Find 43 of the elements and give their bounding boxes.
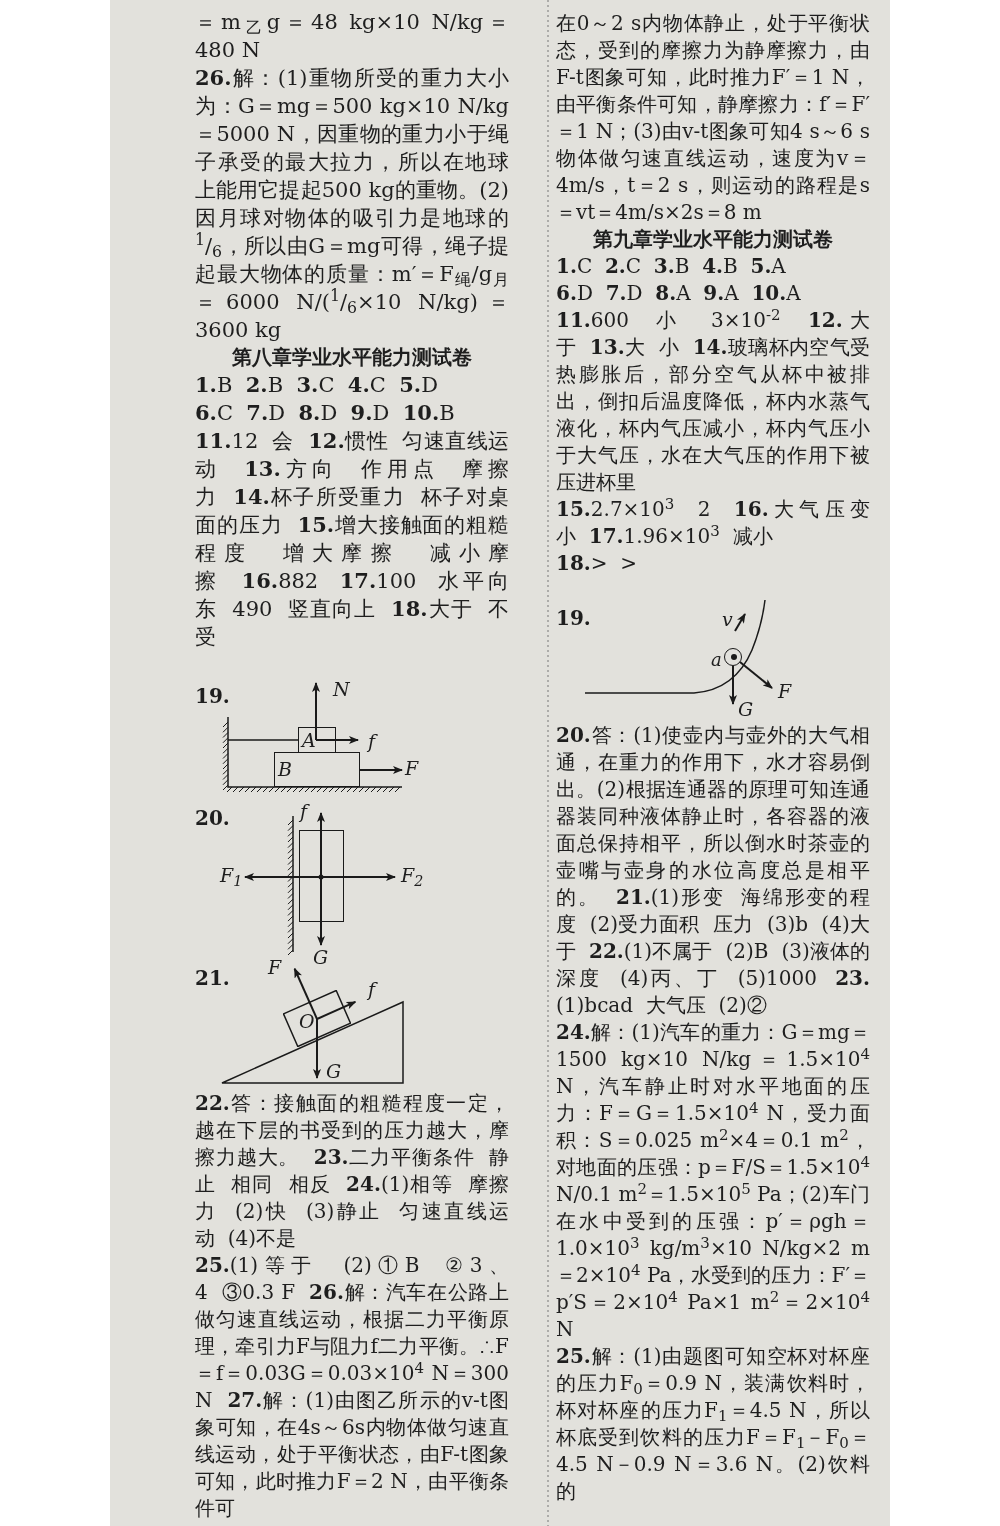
force-label: F: [778, 680, 792, 702]
force-label: F$_{2}$: [401, 864, 424, 886]
answer-text: 1.C 2.C 3.B 4.B 5.A: [556, 253, 787, 280]
answer-text: 25.(1)等于 (2)①B ②3、4 ③0.3 F 26.解：汽车在公路上做匀速直线运动，根据二力平衡原理，牵引力F与阻力f二力平衡。∴F＝f＝0.03G＝0.03×10$^{4}$ N＝300 N 27.解：(1)由图乙所示的v-t图象可知，在4s～6s内物体做匀速直线运动，处于平衡状态，由F-t图象可知，此时推力F＝2 N，由平衡条件可: [195, 1252, 509, 1522]
force-label: F: [405, 757, 419, 779]
answer-text: 15.2.7×10$^{3}$ 2 16.大气压变小 17.1.96×10$^{3}$ 减小: [556, 496, 870, 550]
block-rectangle: [298, 727, 336, 753]
force-label: G: [326, 1060, 342, 1082]
point-label: a: [711, 651, 722, 669]
force-label: f: [368, 978, 376, 1000]
answer-text: 11.12 会 12.惯性 匀速直线运动 13.方向 作用点 摩擦力 14.杯子所受重力 杯子对桌面的压力 15.增大接触面的粗糙程度 增大摩擦 减小摩擦 16.882 17.100 水平向东 490 竖直向上 18.大于 不受: [195, 427, 509, 651]
force-label: v: [722, 608, 733, 630]
question-number: 21.: [195, 966, 230, 990]
block-label: O: [299, 1012, 315, 1031]
force-label: F$_{1}$: [220, 864, 243, 886]
section-heading: 第八章学业水平能力测试卷: [231, 344, 473, 371]
answer-text: 26.解：(1)重物所受的重力大小为：G＝mg＝500 kg×10 N/kg＝5000 N，因重物的重力小于绳子承受的最大拉力，所以在地球上能用它提起500 kg的重物。(2)因月球对物体的吸引力是地球的$^{1}$/$_{6}$，所以由G＝mg可得，绳子提起最大物体的质量：m′＝F$_{绳}$/g$_{月}$＝6000 N/($^{1}$/$_{6}$×10 N/kg)＝3600 kg: [195, 64, 509, 344]
tilted-block: [283, 990, 351, 1047]
answer-text: 24.解：(1)汽车的重力：G＝mg＝1500 kg×10 N/kg＝1.5×10$^{4}$ N，汽车静止时对水平地面的压力：F＝G＝1.5×10$^{4}$ N，受力面积：S＝0.025 m$^{2}$×4＝0.1 m$^{2}$，对地面的压强：p＝F/S＝1.5×10$^{4}$ N/0.1 m$^{2}$＝1.5×10$^{5}$ Pa；(2)车门在水中受到的压强：p′＝ρgh＝1.0×10$^{3}$ kg/m$^{3}$×10 N/kg×2 m＝2×10$^{4}$ Pa，水受到的压力：F′＝p′S＝2×10$^{4}$ Pa×1 m$^{2}$＝2×10$^{4}$ N: [556, 1019, 870, 1343]
block-rectangle: [299, 830, 344, 922]
answer-text: 25.解：(1)由题图可知空杯对杯座的压力F$_{0}$＝0.9 N，装满饮料时，杯对杯座的压力F$_{1}$＝4.5 N，所以杯底受到饮料的压力F＝F$_{1}$－F$_{0}$＝4.5 N－0.9 N＝3.6 N。(2)饮料的: [556, 1343, 870, 1505]
force-label: F: [268, 956, 282, 978]
answer-text: 在0～2 s内物体静止，处于平衡状态，受到的摩擦力为静摩擦力，由F-t图象可知，此时推力F′＝1 N，由平衡条件可知，静摩擦力：f′＝F′＝1 N；(3)由v-t图象可知4 s～6 s物体做匀速直线运动，速度为v＝4m/s，t＝2 s，则运动的路程是s＝vt＝4m/s×2s＝8 m: [556, 10, 870, 226]
force-label: f: [368, 730, 376, 752]
answer-text: 6.C 7.D 8.D 9.D 10.B: [195, 399, 456, 427]
question-number: 20.: [195, 806, 230, 830]
force-label: G: [313, 946, 329, 968]
block-label: A: [302, 730, 316, 750]
answer-text: 11.600 小 3×10$^{-2}$ 12.大于 13.大 小 14.玻璃杯内空气受热膨胀后，部分空气从杯中被排出，倒扣后温度降低，杯内水蒸气液化，杯内气压减小，杯内气压小于大气压，水在大气压的作用下被压进杯里: [556, 307, 870, 496]
answer-text: 22.答：接触面的粗糙程度一定，越在下层的书受到的压力越大，摩擦力越大。 23.二力平衡条件 静止 相同 相反 24.(1)相等 摩擦力 (2)快 (3)静止 匀速直线运动 (4)不是: [195, 1090, 509, 1252]
answer-text: ＝m$_{乙}$g＝48 kg×10 N/kg＝480 N: [195, 9, 509, 64]
answer-text: 20.答：(1)使壶内与壶外的大气相通，在重力的作用下，水才容易倒出。(2)根据连通器的原理可知连通器装同种液体静止时，各容器的液面总保持相平，所以倒水时茶壶的壶嘴与壶身的水位高度总是相平的。 21.(1)形变 海绵形变的程度 (2)受力面积 压力 (3)b (4)大于 22.(1)不属于 (2)B (3)液体的深度 (4)丙、丁 (5)1000 23.(1)bcad 大气压 (2)②: [556, 722, 870, 1019]
block-rectangle: [274, 752, 360, 787]
question-number: 19.: [556, 606, 591, 630]
force-label: N: [333, 678, 350, 700]
answer-text: 6.D 7.D 8.A 9.A 10.A: [556, 280, 802, 307]
block-label: B: [278, 760, 292, 779]
question-number: 19.: [195, 684, 230, 708]
answer-text: 1.B 2.B 3.C 4.C 5.D: [195, 371, 439, 399]
section-heading: 第九章学业水平能力测试卷: [592, 226, 834, 253]
answer-text: 18.> >: [556, 550, 639, 577]
force-label: G: [738, 698, 754, 720]
force-label: f: [300, 800, 308, 822]
